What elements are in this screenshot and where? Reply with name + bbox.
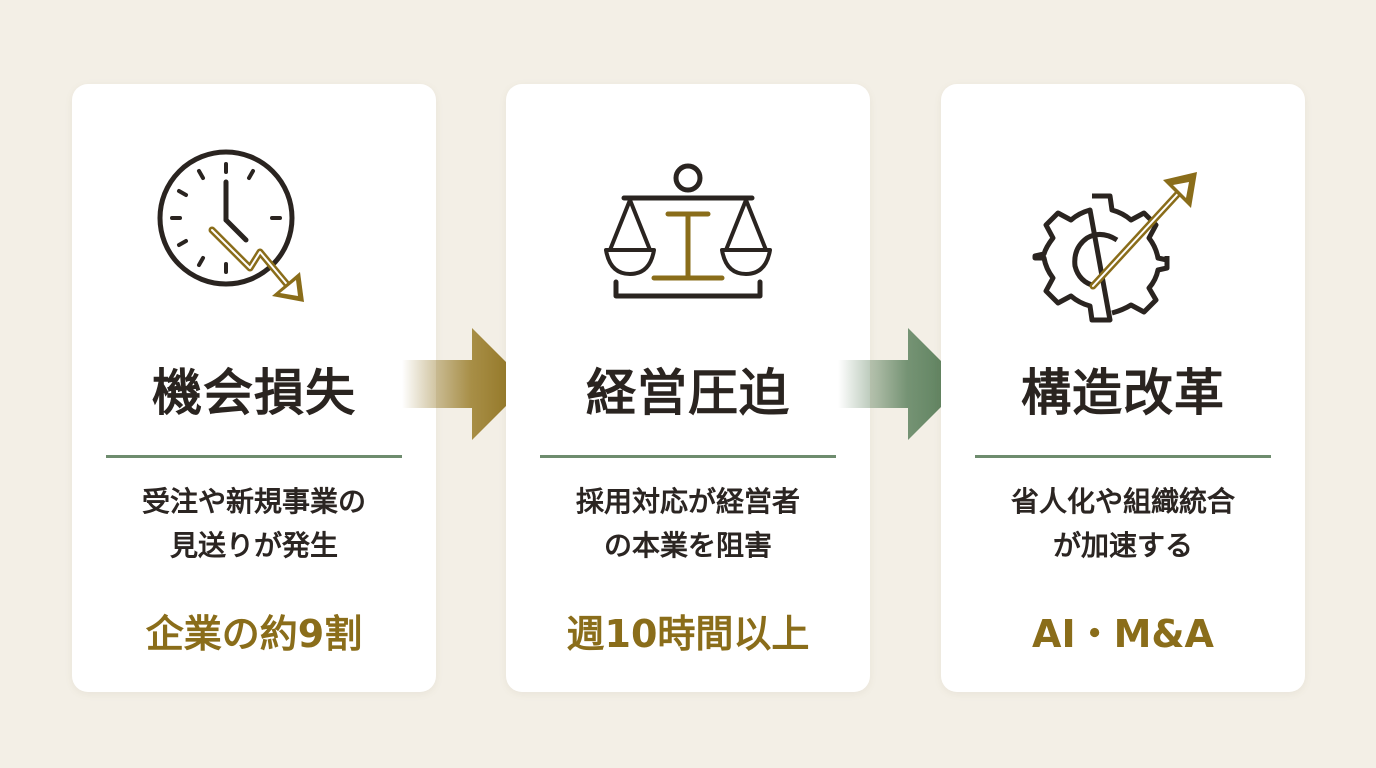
card-title: 経営圧迫 (586, 363, 790, 422)
card-title: 機会損失 (152, 363, 356, 422)
description-line: 省人化や組織統合 (1010, 485, 1235, 518)
card-title: 構造改革 (1021, 363, 1225, 422)
divider (975, 455, 1271, 458)
card-stat: AI・M&A (1032, 612, 1214, 656)
balance-scale-icon (604, 163, 772, 299)
card-description: 省人化や組織統合 が加速する (961, 480, 1285, 568)
description-line: 受注や新規事業の (141, 485, 366, 518)
green-arrow-icon (838, 328, 964, 440)
card-opportunity-loss: 機会損失 受注や新規事業の 見送りが発生 企業の約9割 (72, 84, 436, 692)
description-line: が加速する (1052, 529, 1193, 562)
card-stat: 企業の約9割 (145, 612, 363, 656)
description-line: の本業を阻害 (603, 529, 772, 562)
description-line: 採用対応が経営者 (575, 485, 800, 518)
card-stat: 週10時間以上 (566, 612, 810, 656)
card-description: 受注や新規事業の 見送りが発生 (92, 480, 416, 568)
card-description: 採用対応が経営者 の本業を阻害 (526, 480, 850, 568)
divider (106, 455, 402, 458)
card-structural-reform: 構造改革 省人化や組織統合 が加速する AI・M&A (941, 84, 1305, 692)
gold-arrow-icon (402, 328, 528, 440)
card-management-pressure: 経営圧迫 採用対応が経営者 の本業を阻害 週10時間以上 (506, 84, 870, 692)
description-line: 見送りが発生 (169, 529, 338, 562)
clock-decline-icon (157, 149, 304, 302)
gear-growth-arrow-icon (1032, 172, 1197, 323)
divider (540, 455, 836, 458)
